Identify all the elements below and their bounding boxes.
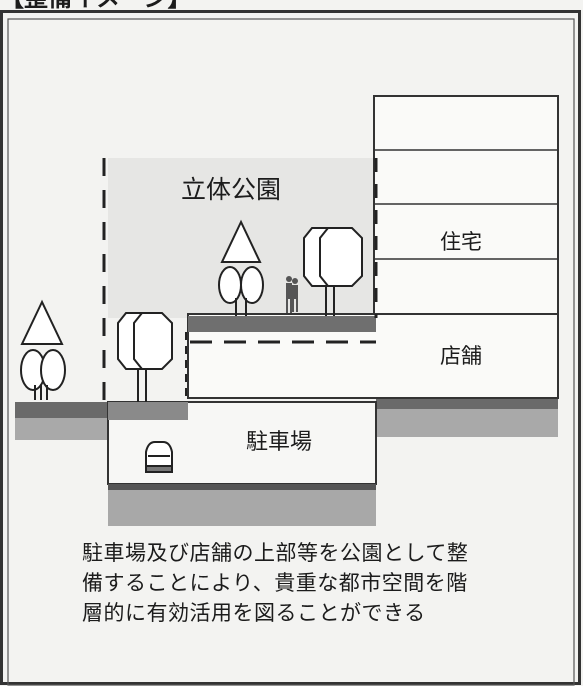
tree-octagon-roof (303, 227, 363, 316)
people-figures (286, 276, 298, 313)
ground-left (15, 402, 108, 418)
roof-park-slab (188, 316, 376, 332)
label-shop: 店舗 (440, 344, 482, 368)
caption-text: 駐車場及び店舗の上部等を公園として整 備することにより、貴重な都市空間を階 層的… (82, 538, 562, 628)
building-housing (373, 95, 559, 315)
header-title: 【整備イメージ】 (0, 0, 192, 12)
inner-frame (7, 18, 575, 686)
tree-octagon-ground (117, 312, 173, 402)
parking-foundation (108, 484, 376, 526)
ground-right-shade (376, 409, 558, 437)
car-icon (145, 441, 173, 473)
outer-frame (0, 10, 581, 685)
caption-line-1: 駐車場及び店舗の上部等を公園として整 (82, 541, 469, 565)
ground-right (376, 397, 558, 409)
caption-line-2: 備することにより、貴重な都市空間を階 (82, 571, 468, 595)
label-housing: 住宅 (440, 230, 482, 254)
parking-slab (108, 402, 188, 420)
ground-left-shade (15, 418, 108, 440)
label-park: 立体公園 (181, 175, 281, 204)
caption-line-3: 層的に有効活用を図ることができる (82, 601, 426, 625)
label-parking: 駐車場 (246, 430, 312, 455)
tree-triangle-left (20, 299, 66, 400)
tree-triangle-roof (218, 219, 264, 316)
parking-foundation-edge (108, 484, 376, 490)
